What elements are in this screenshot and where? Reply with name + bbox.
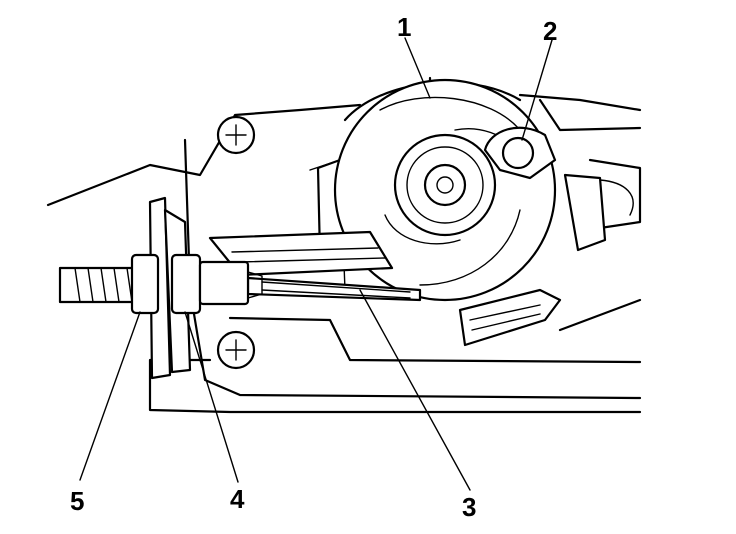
callout-1: 1 bbox=[397, 12, 411, 42]
leader-lines bbox=[79, 37, 553, 491]
screw-icon-upper bbox=[216, 115, 256, 155]
callout-3: 3 bbox=[462, 492, 476, 522]
adjusting-nut bbox=[170, 253, 263, 315]
threaded-rod bbox=[58, 266, 142, 304]
callout-4: 4 bbox=[230, 484, 245, 514]
screw-icon-lower bbox=[216, 330, 256, 370]
adjuster-pin bbox=[483, 126, 557, 180]
callout-5: 5 bbox=[70, 486, 84, 516]
callout-2: 2 bbox=[543, 16, 557, 46]
jam-nut bbox=[130, 253, 160, 315]
brake-cable bbox=[246, 276, 422, 302]
